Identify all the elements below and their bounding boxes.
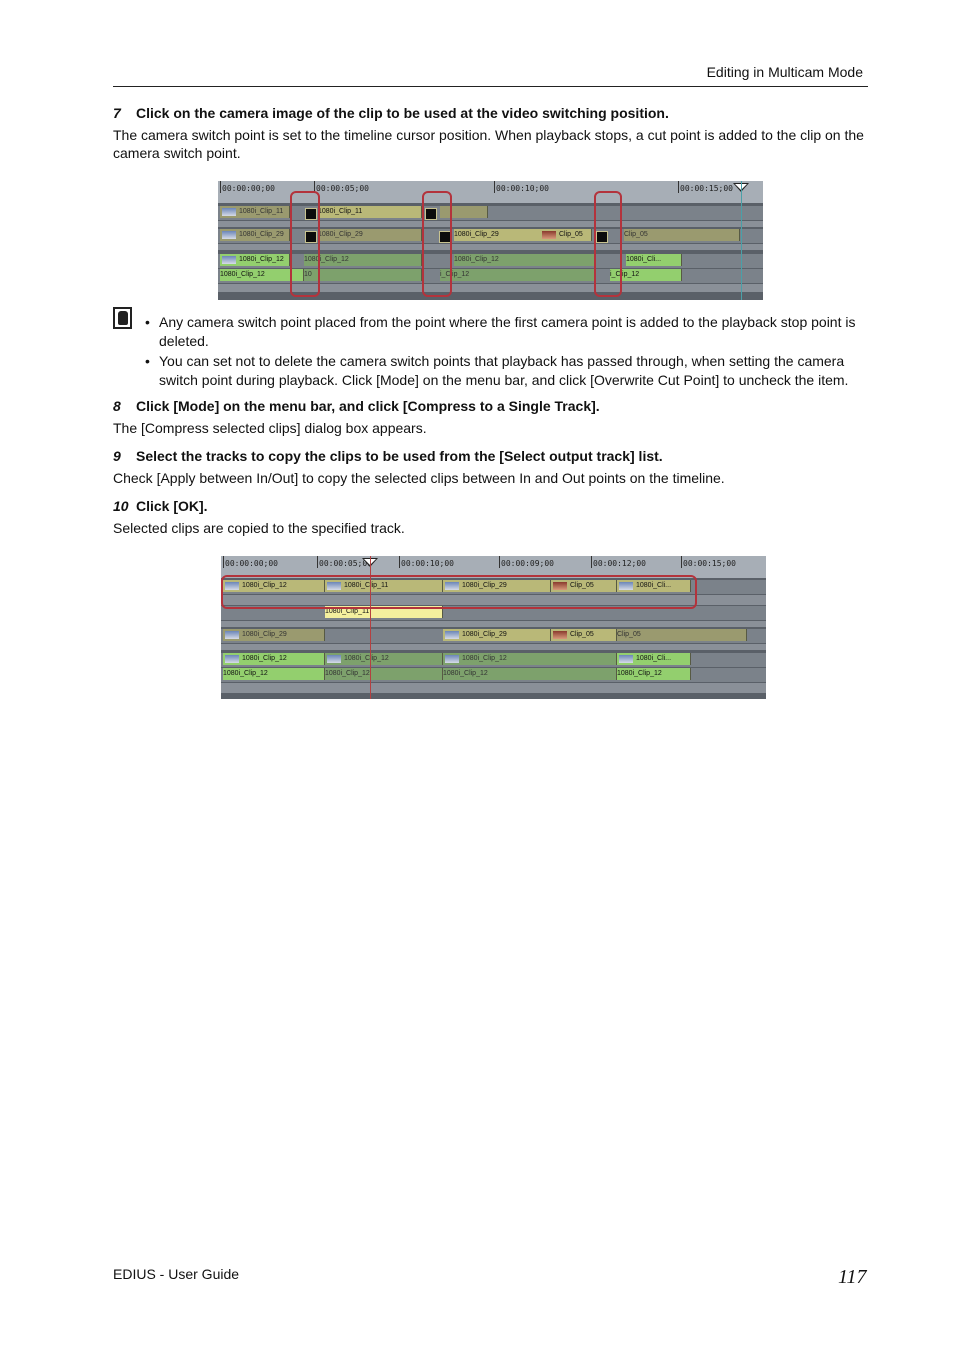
clip[interactable]: 1080i_Clip_29 [318, 229, 422, 241]
clip[interactable]: 1080i_Clip_12 [443, 668, 617, 680]
clip[interactable]: 1080i_Cli... [617, 580, 691, 592]
clip[interactable]: i_Clip_12 [610, 269, 682, 281]
clip[interactable]: 1080i_Clip_29 [443, 580, 551, 592]
page-header: Editing in Multicam Mode [113, 64, 868, 87]
section-title: Editing in Multicam Mode [706, 64, 863, 80]
track-3-audio: 1080i_Clip_12 1080i_Clip_12 1080i_Clip_1… [221, 668, 766, 682]
tick-label: 00:00:00;00 [223, 556, 278, 568]
clip[interactable]: i_Clip_12 [440, 269, 596, 281]
tick-label: 00:00:15;00 [678, 181, 733, 193]
timeline-cursor [370, 556, 371, 699]
track-3: 1080i_Clip_12 1080i_Clip_12 1080i_Clip_1… [218, 254, 763, 268]
step-7-body: The camera switch point is set to the ti… [113, 127, 864, 161]
note-hand-icon [113, 307, 132, 329]
clip[interactable]: 1080i_Clip_12 [617, 668, 691, 680]
footer-guide-title: EDIUS - User Guide [113, 1266, 240, 1282]
timeline-ruler: 00:00:00;00 00:00:05;00 00:00:10;00 00:0… [218, 181, 763, 203]
step-9-body: Check [Apply between In/Out] to copy the… [113, 470, 725, 486]
step-10-body: Selected clips are copied to the specifi… [113, 520, 405, 536]
clip[interactable]: 1080i_Cli... [626, 254, 682, 266]
clip[interactable]: 10 [304, 269, 422, 281]
clip[interactable]: Clip_05 [551, 580, 617, 592]
step-text: Select the tracks to copy the clips to b… [136, 448, 663, 464]
clip[interactable]: 1080i_Clip_12 [223, 653, 325, 665]
highlight-frame [290, 191, 320, 297]
clip[interactable]: 1080i_Clip_12 [220, 254, 290, 266]
output-track: 1080i_Clip_12 1080i_Clip_11 1080i_Clip_2… [221, 580, 766, 594]
clip[interactable]: 1080i_Clip_11 [325, 580, 443, 592]
clip[interactable]: Clip_05 [540, 229, 592, 241]
timeline-screenshot-2: 00:00:00;00 00:00:05;00 00:00:10;00 00:0… [221, 556, 766, 699]
clip[interactable]: Clip_05 [551, 629, 617, 641]
clip[interactable]: Clip_05 [617, 629, 747, 641]
step-8-body: The [Compress selected clips] dialog box… [113, 420, 427, 436]
tick-label: 00:00:05;00 [317, 556, 372, 568]
tick-label: 00:00:00;00 [220, 181, 275, 193]
note-bullet: •You can set not to delete the camera sw… [145, 353, 849, 388]
clip[interactable]: 1080i_Clip_11 [325, 606, 443, 618]
step-10-title: 10 Click [OK]. [113, 498, 208, 514]
step-number: 10 [113, 498, 129, 514]
page-number: 117 [838, 1266, 867, 1288]
clip[interactable]: 1080i_Clip_12 [220, 269, 304, 281]
tick-label: 00:00:05;00 [314, 181, 369, 193]
clip[interactable]: 1080i_Clip_12 [325, 653, 443, 665]
clip[interactable] [440, 206, 488, 218]
track-1: 1080i_Clip_11 1080i_Clip_11 [218, 206, 763, 220]
track-3: 1080i_Clip_12 1080i_Clip_12 1080i_Clip_1… [221, 653, 766, 667]
clip[interactable]: 1080i_Clip_11 [220, 206, 290, 218]
tick-label: 00:00:15;00 [681, 556, 736, 568]
track-3-audio: 1080i_Clip_12 10 i_Clip_12 i_Clip_12 [218, 269, 763, 283]
tick-label: 00:00:10;00 [494, 181, 549, 193]
clip[interactable]: 1080i_Clip_12 [443, 653, 617, 665]
highlight-frame [422, 191, 452, 297]
step-9-title: 9 Select the tracks to copy the clips to … [113, 448, 663, 464]
clip[interactable]: 1080i_Clip_12 [325, 668, 443, 680]
clip[interactable]: 1080i_Clip_12 [304, 254, 422, 266]
timeline-ruler: 00:00:00;00 00:00:05;00 00:00:10;00 00:0… [221, 556, 766, 578]
step-text: Click [OK]. [136, 498, 208, 514]
highlight-frame [221, 575, 697, 609]
camera-switch-point[interactable] [305, 231, 317, 243]
note-bullet: •Any camera switch point placed from the… [145, 314, 856, 349]
camera-switch-point[interactable] [425, 208, 437, 220]
clip[interactable]: 1080i_Clip_11 [318, 206, 422, 218]
clip[interactable]: 1080i_Clip_12 [454, 254, 596, 266]
step-number: 8 [113, 398, 121, 414]
clip[interactable]: 1080i_Clip_29 [443, 629, 551, 641]
tick-label: 00:00:12;00 [591, 556, 646, 568]
step-7-title: 7 Click on the camera image of the clip t… [113, 105, 669, 121]
step-number: 7 [113, 105, 121, 121]
camera-switch-point[interactable] [596, 231, 608, 243]
clip[interactable]: 1080i_Clip_12 [223, 580, 325, 592]
clip[interactable]: Clip_05 [624, 229, 740, 241]
clip[interactable]: 1080i_Clip_29 [454, 229, 554, 241]
tick-label: 00:00:09;00 [499, 556, 554, 568]
track-1: 1080i_Clip_11 [221, 606, 766, 620]
track-2: 1080i_Clip_29 1080i_Clip_29 Clip_05 Clip… [221, 629, 766, 643]
highlight-frame [594, 191, 622, 297]
clip[interactable]: 1080i_Cli... [617, 653, 691, 665]
camera-switch-point[interactable] [305, 208, 317, 220]
step-number: 9 [113, 448, 121, 464]
timeline-screenshot-1: 00:00:00;00 00:00:05;00 00:00:10;00 00:0… [218, 181, 763, 300]
clip[interactable]: 1080i_Clip_29 [223, 629, 325, 641]
step-text: Click on the camera image of the clip to… [136, 105, 669, 121]
clip[interactable]: 1080i_Clip_29 [220, 229, 290, 241]
step-8-title: 8 Click [Mode] on the menu bar, and click… [113, 398, 600, 414]
step-text: Click [Mode] on the menu bar, and click … [136, 398, 600, 414]
timeline-cursor [741, 181, 742, 300]
clip[interactable]: 1080i_Clip_12 [223, 668, 325, 680]
track-2[interactable]: 1080i_Clip_29 1080i_Clip_29 1080i_Clip_2… [218, 229, 763, 243]
tick-label: 00:00:10;00 [399, 556, 454, 568]
